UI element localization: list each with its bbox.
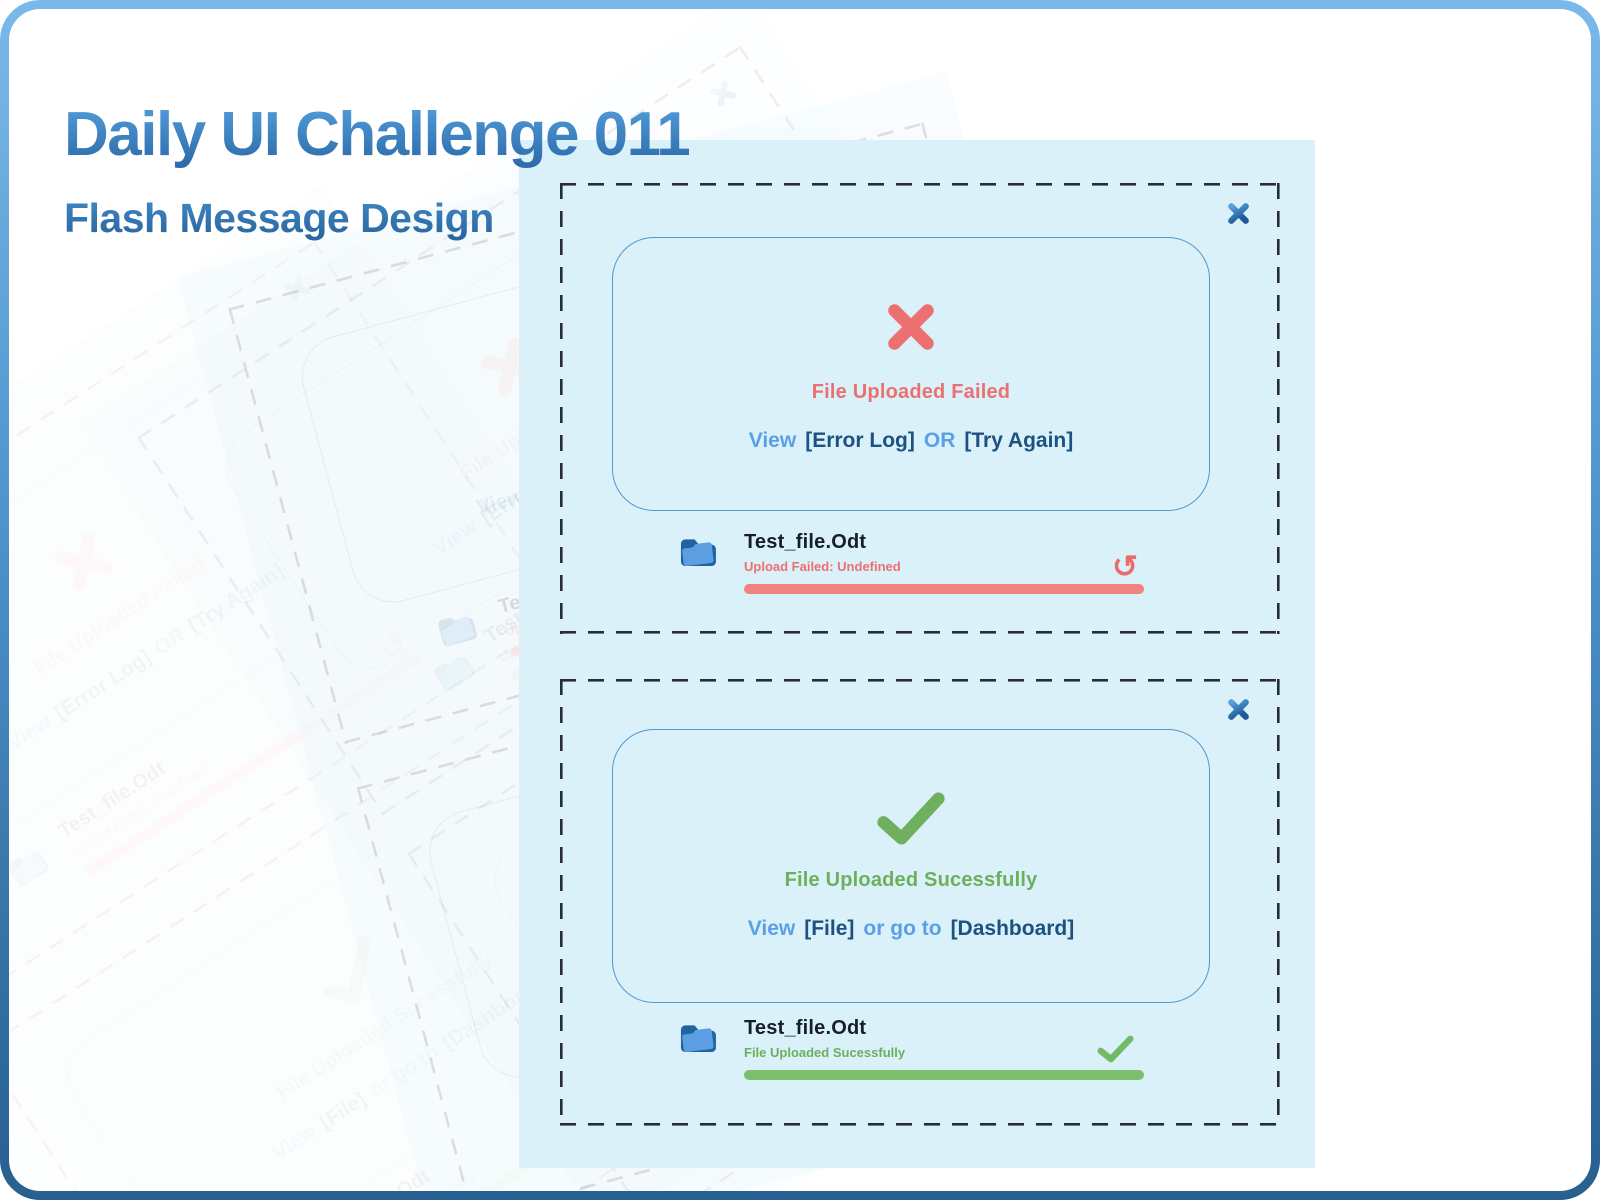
success-check-icon [877, 792, 945, 845]
message-box: File Uploaded Failed View [Error Log] OR… [612, 237, 1210, 511]
ghost-close-button [277, 269, 316, 308]
action-line: View [Error Log] OR [Try Again] [749, 429, 1074, 453]
ghost-folder-icon [434, 657, 475, 692]
message-box: File Uploaded Sucessfully View [File] or… [612, 729, 1210, 1003]
close-button[interactable] [1224, 199, 1252, 227]
action-text: View [747, 917, 796, 940]
ghost-flash-card-failed: File Uploaded Failed View [Error Log] OR… [3, 240, 561, 1011]
ghost-retry-icon: ↺ [373, 624, 415, 669]
close-icon [1227, 202, 1249, 224]
flash-card-success: File Uploaded Sucessfully View [File] or… [560, 679, 1280, 1126]
action-text: or go to [863, 917, 942, 940]
ghost-folder-icon [9, 852, 49, 887]
ghost-close-button [703, 74, 742, 113]
folder-icon [680, 1025, 716, 1053]
retry-icon[interactable]: ↺ [1112, 549, 1138, 584]
uploaded-check-icon [1097, 1035, 1134, 1063]
action-text: OR [923, 428, 956, 452]
file-link[interactable]: [File] [804, 917, 855, 940]
file-status: Upload Failed: Undefined [744, 559, 901, 574]
error-x-icon [888, 303, 934, 350]
flash-card-failed: File Uploaded Failed View [Error Log] OR… [560, 183, 1280, 634]
ghost-error-log-link: [Error Log] [50, 645, 155, 725]
page-title: Daily UI Challenge 011 [64, 99, 691, 169]
action-text: View [748, 428, 797, 452]
ghost-file-link: [File] [315, 1087, 371, 1135]
ghost-action-text: View [429, 514, 482, 560]
file-name: Test_file.Odt [744, 1017, 867, 1039]
dashboard-link[interactable]: [Dashboard] [950, 917, 1075, 940]
close-button[interactable] [1224, 695, 1252, 723]
ghost-error-x-icon [54, 532, 113, 591]
file-row: Test_file.Odt File Uploaded Sucessfully [677, 1017, 1144, 1080]
page-subtitle: Flash Message Design [64, 195, 494, 242]
ghost-status-title: File Uploaded Failed [29, 552, 209, 680]
ghost-action-line: View [Error Log] OR [Try Again] [3, 558, 288, 756]
ghost-message-box: File Uploaded Failed View [Error Log] OR… [3, 323, 435, 880]
file-status: File Uploaded Sucessfully [744, 1045, 906, 1060]
progress-bar [744, 1070, 1144, 1080]
ghost-try-again-link: [Try Again] [183, 558, 288, 638]
ghost-file-name: Test_file.Odt [54, 757, 170, 843]
file-name: Test_file.Odt [744, 531, 867, 553]
ghost-action-text: OR [149, 622, 189, 660]
folder-icon [680, 539, 716, 567]
ghost-action-text: View [3, 709, 56, 755]
file-row: Test_file.Odt Upload Failed: Undefined ↺ [677, 531, 1144, 594]
ghost-status-title: File Uploaded Sucessfully [273, 947, 498, 1104]
status-title: File Uploaded Failed [811, 380, 1011, 403]
ghost-file-status: Upload Failed: Undefined [70, 762, 210, 861]
ghost-folder-icon [438, 616, 477, 647]
ghost-action-text: or go to [365, 1040, 444, 1103]
action-line: View [File] or go to [Dashboard] [748, 917, 1075, 941]
ghost-close-icon [708, 80, 736, 107]
ghost-close-icon [282, 275, 310, 302]
ghost-file-row: Test_file.Odt Upload Failed: Undefined ↺ [9, 606, 425, 913]
error-log-link[interactable]: [Error Log] [805, 428, 915, 452]
ghost-progress-bar [83, 650, 425, 877]
try-again-link[interactable]: [Try Again] [964, 428, 1074, 452]
flash-message-panel: File Uploaded Failed View [Error Log] OR… [519, 140, 1315, 1168]
ghost-success-check-icon [324, 936, 370, 1003]
ghost-action-text: View [268, 1119, 321, 1166]
ghost-action-line: View [File] or go to [Dashboard] [268, 968, 555, 1166]
status-title: File Uploaded Sucessfully [784, 869, 1038, 891]
close-icon [1227, 698, 1249, 720]
progress-bar [744, 584, 1144, 594]
